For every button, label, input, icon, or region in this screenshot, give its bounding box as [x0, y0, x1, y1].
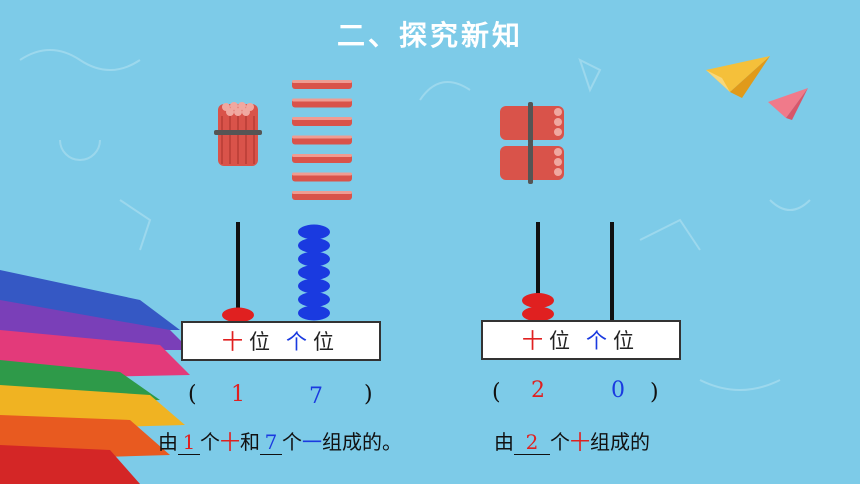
tens-value: 1	[231, 382, 245, 407]
abacus-bead	[298, 292, 330, 307]
sentence-suffix: 组成的	[590, 430, 650, 454]
tens-unit: 十	[220, 430, 240, 454]
tens-measure: 个	[200, 430, 220, 454]
tens-value: 2	[531, 378, 545, 403]
stick-bundle-left	[214, 102, 262, 166]
abacus-bead	[298, 238, 330, 253]
abacus-bead	[222, 307, 254, 323]
ones-value: 7	[309, 384, 323, 409]
abacus-bead	[522, 306, 554, 322]
ones-measure: 个	[282, 430, 302, 454]
answer-close-paren: )	[650, 380, 659, 405]
ones-label: 个	[586, 329, 613, 353]
place-value-box-right: 十位 个位	[481, 320, 681, 360]
ones-label: 个	[286, 330, 313, 354]
place-value-box-left: 十位 个位	[181, 321, 381, 361]
abacus-bead	[298, 224, 330, 240]
stick-bundle-right-1	[500, 102, 564, 144]
abacus-bead	[298, 265, 330, 280]
sentence-joiner: 和	[240, 430, 260, 454]
paint-strokes	[0, 270, 190, 484]
sentence-prefix: 由	[494, 430, 514, 454]
ones-count-blank: 7	[260, 430, 282, 455]
paper-plane-yellow-icon	[706, 56, 770, 98]
paper-plane-pink-icon	[768, 88, 808, 120]
place-suffix: 位	[549, 329, 576, 353]
tens-count-blank: 2	[514, 430, 550, 455]
place-suffix: 位	[313, 330, 340, 354]
abacus-bead	[298, 251, 330, 267]
place-suffix: 位	[613, 329, 640, 353]
ones-value: 0	[611, 378, 625, 403]
tens-count-blank: 1	[178, 430, 200, 455]
tens-label: 十	[222, 330, 249, 354]
answer-open-paren: (	[492, 380, 501, 405]
tens-measure: 个	[550, 430, 570, 454]
tens-unit: 十	[570, 430, 590, 454]
sentence-prefix: 由	[158, 430, 178, 454]
place-suffix: 位	[249, 330, 276, 354]
ones-unit: 一	[302, 430, 322, 454]
answer-close-paren: )	[364, 382, 373, 407]
abacus-bead	[298, 278, 330, 294]
abacus-bead	[298, 305, 330, 321]
page-title: 二、探究新知	[336, 19, 523, 52]
answer-open-paren: (	[188, 382, 197, 407]
stick-bundle-right-2	[500, 142, 564, 184]
single-sticks-left	[292, 80, 352, 200]
sentence-suffix: 组成的。	[322, 430, 402, 454]
abacus-bead	[522, 293, 554, 308]
tens-label: 十	[522, 329, 549, 353]
